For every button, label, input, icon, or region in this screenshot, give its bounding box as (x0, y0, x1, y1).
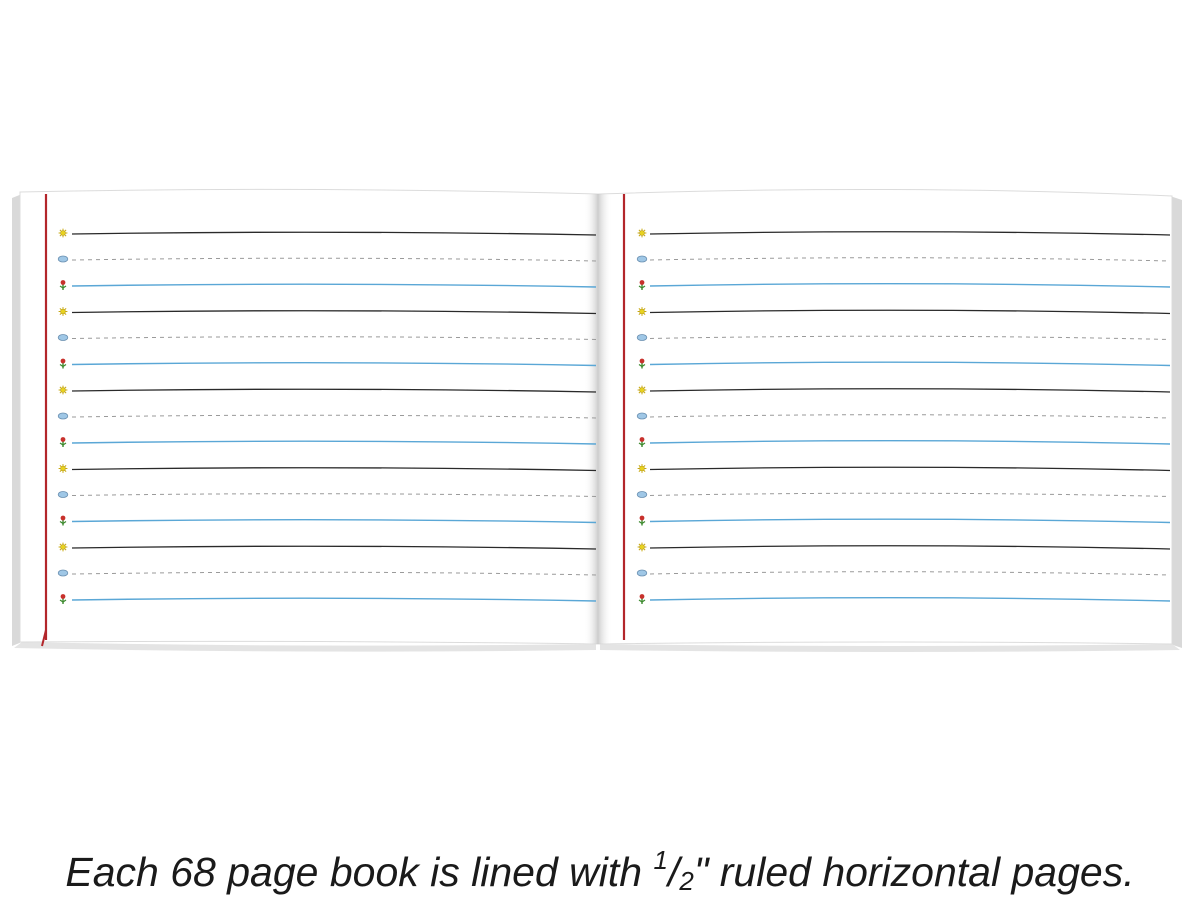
right-dashed-midline (649, 257, 1171, 262)
flower-icon (59, 594, 67, 604)
caption-text-end: " ruled horizontal pages. (693, 849, 1135, 895)
sun-icon (58, 228, 68, 238)
left-top-writing-line (71, 231, 597, 236)
right-top-writing-line (649, 545, 1171, 550)
fraction-denominator: 2 (679, 866, 694, 896)
fraction-slash: / (667, 849, 680, 895)
left-base-writing-line (71, 362, 597, 367)
cloud-icon (57, 491, 69, 498)
cloud-icon (57, 255, 69, 263)
fraction-numerator: 1 (653, 845, 668, 876)
sun-icon (637, 228, 647, 238)
right-page-edge (1170, 196, 1182, 648)
right-base-writing-line (649, 440, 1171, 445)
right-dashed-midline (649, 414, 1171, 419)
sun-icon (637, 307, 647, 316)
left-top-writing-line (71, 388, 597, 393)
right-dashed-midline (649, 492, 1171, 497)
left-top-writing-line (71, 545, 597, 550)
left-base-writing-line (71, 440, 597, 445)
flower-icon (638, 280, 646, 290)
left-top-writing-line (71, 310, 597, 315)
flower-icon (59, 437, 67, 447)
left-dashed-midline (71, 493, 597, 497)
cloud-icon (636, 491, 648, 498)
sun-icon (58, 385, 68, 395)
right-page (597, 188, 1173, 645)
left-margin-line-tail (41, 629, 47, 647)
cloud-icon (636, 412, 648, 420)
left-base-writing-line (71, 283, 597, 288)
flower-icon (59, 515, 67, 526)
sun-icon (637, 542, 647, 552)
right-top-writing-line (649, 309, 1171, 315)
sun-icon (58, 542, 68, 552)
right-base-writing-line (649, 597, 1171, 602)
left-dashed-midline (71, 414, 597, 419)
left-bottom-edge (14, 642, 596, 652)
right-top-writing-line (649, 388, 1171, 393)
right-base-writing-line (649, 283, 1171, 288)
cloud-icon (636, 334, 648, 341)
flower-icon (59, 358, 67, 369)
left-dashed-midline (71, 571, 597, 576)
caption: Each 68 page book is lined with 1/2" rul… (0, 846, 1200, 898)
cloud-icon (57, 334, 69, 341)
cloud-icon (57, 569, 69, 577)
sun-icon (637, 385, 647, 395)
sun-icon (58, 307, 68, 316)
flower-icon (638, 358, 646, 369)
cloud-icon (57, 412, 69, 420)
left-dashed-midline (71, 336, 597, 340)
cloud-icon (636, 569, 648, 577)
flower-icon (638, 437, 646, 447)
flower-icon (59, 280, 67, 290)
left-top-writing-line (71, 467, 597, 472)
right-dashed-midline (649, 335, 1171, 340)
sun-icon (58, 464, 68, 473)
left-dashed-midline (71, 257, 597, 262)
left-base-writing-line (71, 519, 597, 524)
right-top-writing-line (649, 466, 1171, 472)
open-writing-book (12, 188, 1182, 652)
sun-icon (637, 464, 647, 473)
caption-text-start: Each 68 page book is lined with (65, 849, 654, 895)
flower-icon (638, 515, 646, 526)
right-bottom-edge (600, 644, 1180, 652)
right-dashed-midline (649, 571, 1171, 576)
right-top-writing-line (649, 231, 1171, 236)
right-base-writing-line (649, 518, 1171, 524)
right-base-writing-line (649, 361, 1171, 367)
left-base-writing-line (71, 597, 597, 602)
flower-icon (638, 594, 646, 604)
book-gutter (584, 194, 612, 644)
cloud-icon (636, 255, 648, 263)
